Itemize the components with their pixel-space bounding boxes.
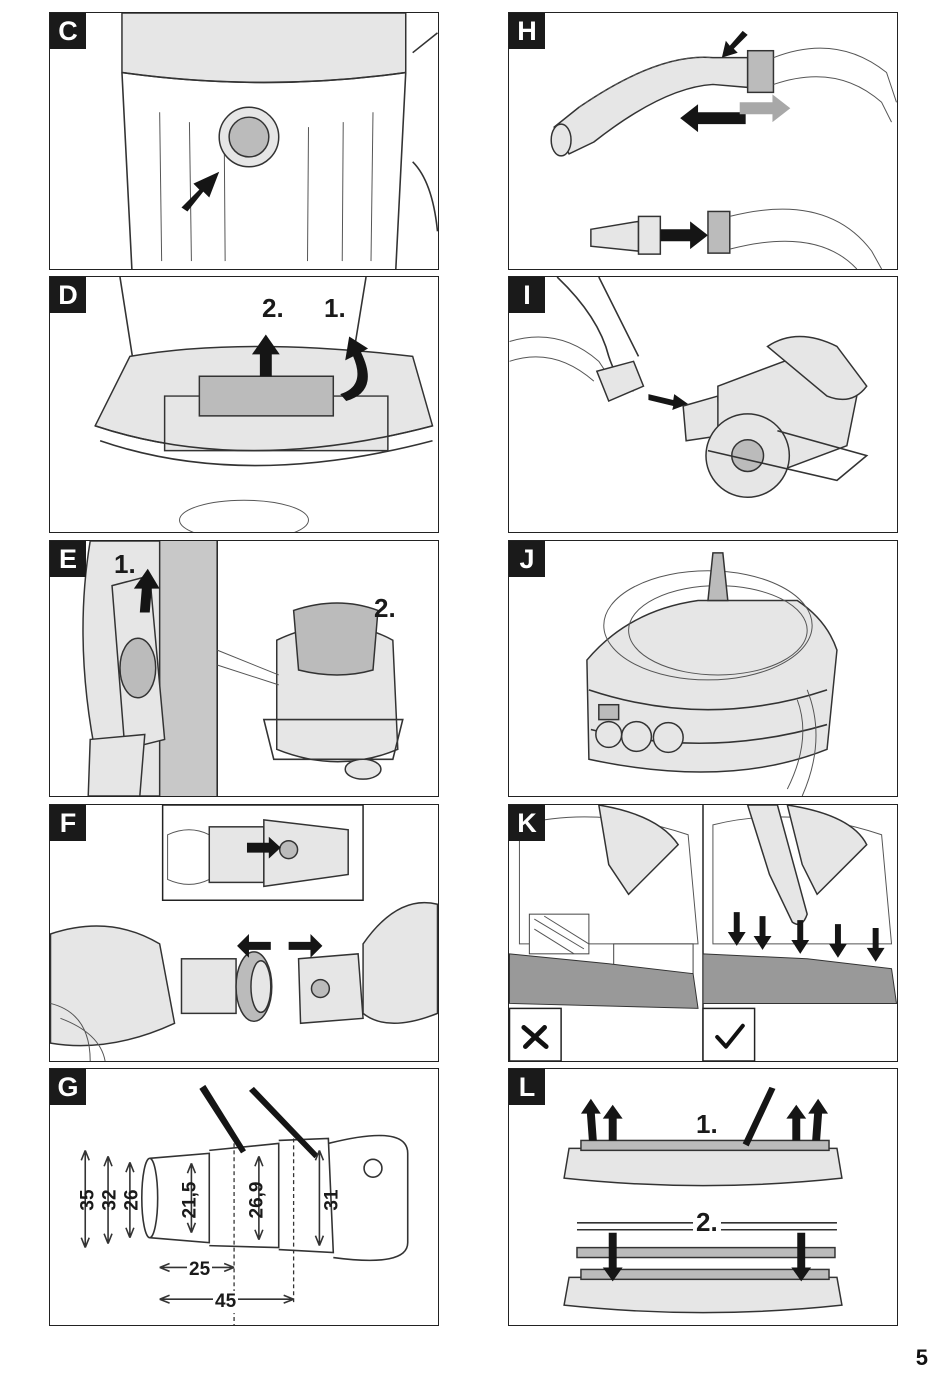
panel-e: E 1. 2. [49,540,439,797]
dimension-26: 26 [121,1189,143,1211]
hose-adapter-illustration [50,805,438,1061]
adapter-dimensions-diagram [80,1084,409,1325]
panel-letter: L [509,1069,545,1105]
panel-letter: H [509,13,545,49]
dimension-31: 31 [321,1189,343,1211]
panel-letter: I [509,277,545,313]
panel-k: K [508,804,898,1062]
step-label-1: 1. [696,1109,718,1139]
panel-f: F [49,804,439,1062]
vacuum-container-illustration [121,13,438,269]
panel-letter: E [50,541,86,577]
step-label-2: 2. [262,293,284,323]
panel-c: C [49,12,439,270]
filter-insert-comparison-illustration [509,805,897,1061]
panel-letter: J [509,541,545,577]
check-icon [715,1023,745,1049]
hose-storage-illustration [586,552,838,796]
dimension-25: 25 [187,1259,213,1281]
panel-letter: D [50,277,86,313]
panel-g: G 35 32 26 21,5 26,9 31 25 45 [49,1068,439,1326]
panel-letter: G [50,1069,86,1105]
panel-d: D 2. 1. [49,276,439,533]
panel-j: J [508,540,898,797]
dimension-32: 32 [99,1189,121,1211]
dimension-45: 45 [213,1291,239,1313]
cross-icon [521,1025,549,1049]
power-tool-connection-illustration [509,277,869,499]
hose-handle-connection-illustration [550,30,897,269]
filter-bag-insert-illustration [82,541,404,796]
step-label-2: 2. [374,593,396,623]
dimension-35: 35 [77,1189,99,1211]
filter-bag-removal-illustration [94,277,434,532]
panel-letter: C [50,13,86,49]
panel-letter: F [50,805,86,841]
step-label-1: 1. [114,549,136,579]
floor-nozzle-strip-replacement-illustration [563,1086,843,1314]
dimension-21-5: 21,5 [179,1181,201,1219]
dimension-26-9: 26,9 [246,1181,268,1219]
step-label-1: 1. [324,293,346,323]
panel-letter: K [509,805,545,841]
page-number: 5 [915,1345,928,1370]
panel-l: L 1. 2. [508,1068,898,1326]
panel-i: I [508,276,898,533]
panel-h: H [508,12,898,270]
step-label-2: 2. [693,1207,721,1238]
